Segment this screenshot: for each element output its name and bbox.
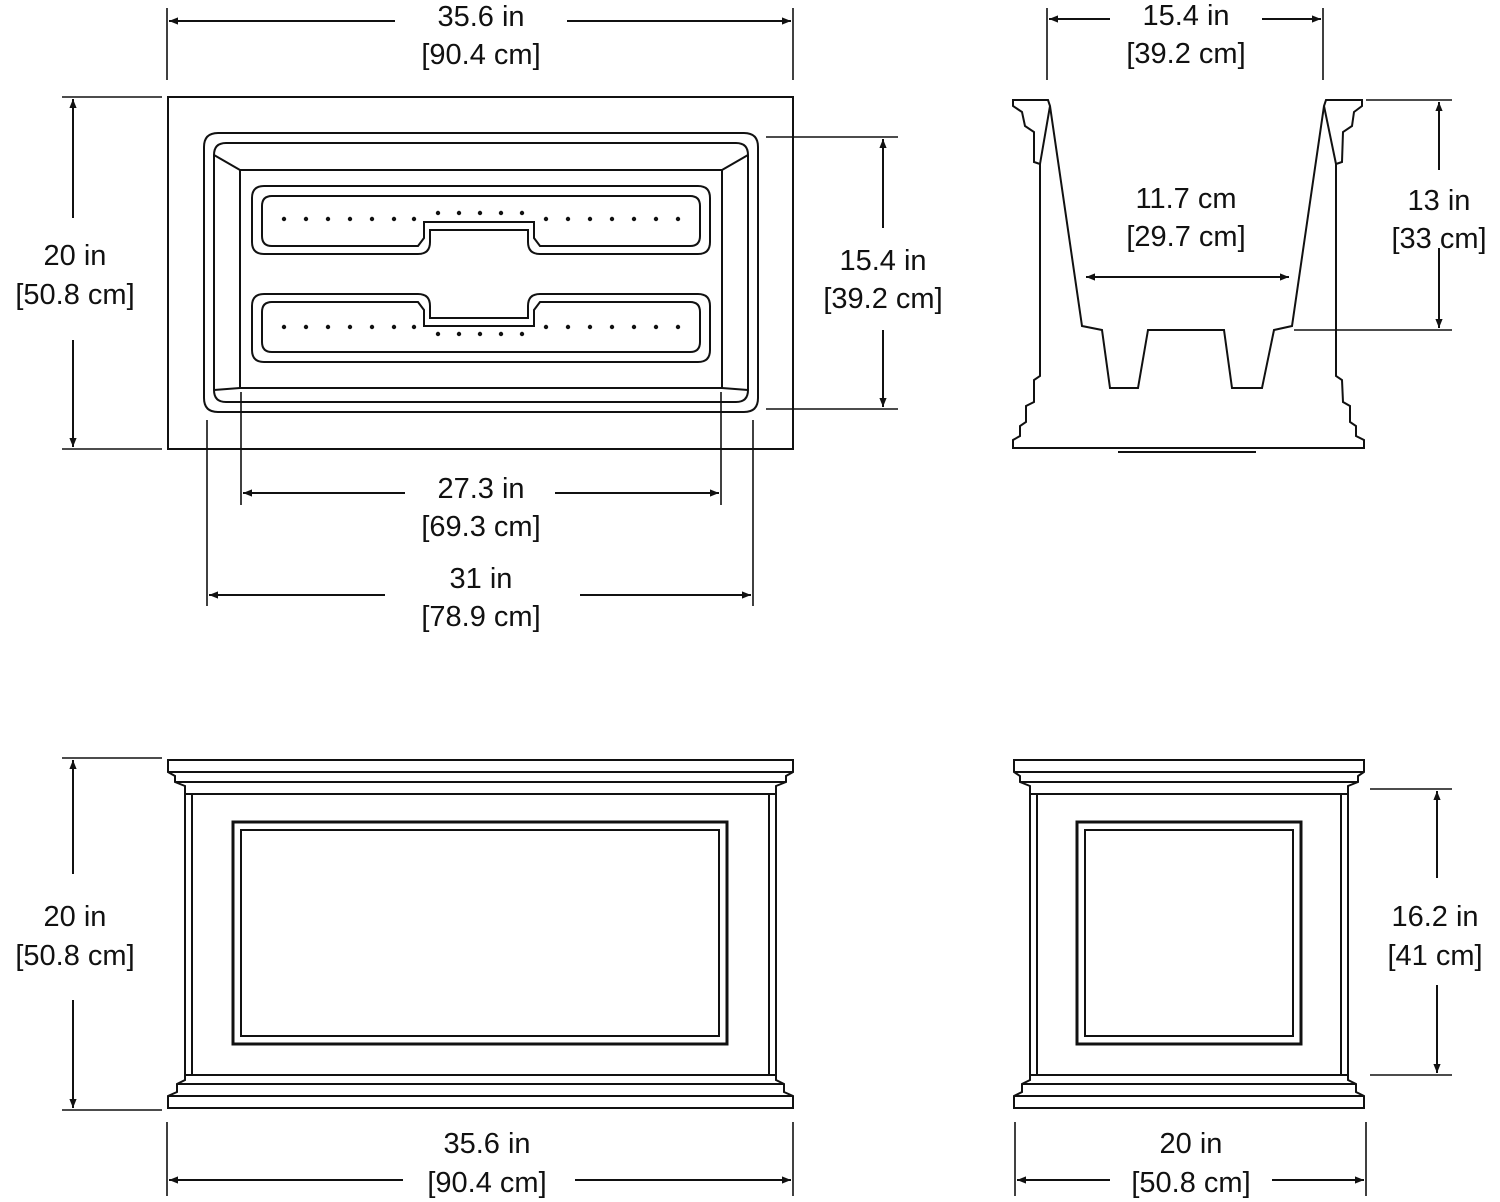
- top-view-opening-width-label-in: 31 in: [450, 563, 513, 595]
- drain-hole: [435, 331, 441, 337]
- drain-hole: [456, 210, 462, 216]
- front-view-height-label-cm: [50.8 cm]: [15, 940, 134, 972]
- drain-hole: [456, 331, 462, 337]
- top-view-inner-depth-label-cm: [39.2 cm]: [823, 283, 942, 315]
- cross-section-reservoir-label-in: 11.7 cm: [1135, 183, 1236, 215]
- drain-hole: [477, 331, 483, 337]
- cross-section-depth-label-in: 13 in: [1408, 185, 1471, 217]
- drain-hole: [631, 324, 637, 330]
- side-view-width-label-in: 20 in: [1160, 1128, 1223, 1160]
- drain-hole: [435, 210, 441, 216]
- drain-hole: [609, 216, 615, 222]
- front-view-width-label-cm: [90.4 cm]: [427, 1167, 546, 1199]
- top-view-inner-depth-label-in: 15.4 in: [839, 245, 926, 277]
- drain-hole: [369, 216, 375, 222]
- top-view-depth-label-cm: [50.8 cm]: [15, 279, 134, 311]
- drain-hole: [653, 216, 659, 222]
- front-view: 20 in [50.8 cm] 35.6 in [90.4 cm]: [15, 757, 794, 1199]
- front-view-width-label-in: 35.6 in: [443, 1128, 530, 1160]
- drain-hole: [391, 324, 397, 330]
- top-view-opening-width-label-cm: [78.9 cm]: [421, 601, 540, 633]
- drain-hole: [498, 331, 504, 337]
- drain-hole: [369, 324, 375, 330]
- top-view-width-label-cm: [90.4 cm]: [421, 39, 540, 71]
- drain-hole: [675, 324, 681, 330]
- drain-hole: [631, 216, 637, 222]
- cross-section-top-width-label-cm: [39.2 cm]: [1126, 38, 1245, 70]
- drain-hole: [609, 324, 615, 330]
- drain-hole: [565, 324, 571, 330]
- top-view: 35.6 in [90.4 cm] 20 in [50.8 cm] 15.4 i…: [15, 1, 942, 633]
- top-view-lower-channel: [251, 293, 711, 363]
- drain-hole: [519, 210, 525, 216]
- top-view-tray-outer-2: [213, 142, 749, 403]
- drain-hole: [565, 216, 571, 222]
- front-view-height-label-in: 20 in: [44, 901, 107, 933]
- drain-hole: [543, 324, 549, 330]
- top-view-width-label-in: 35.6 in: [437, 1, 524, 33]
- drain-hole: [675, 216, 681, 222]
- top-view-tray-outer: [203, 132, 759, 413]
- drain-hole: [519, 331, 525, 337]
- drain-hole: [653, 324, 659, 330]
- cross-section-top-width-label-in: 15.4 in: [1142, 0, 1229, 32]
- drain-hole: [303, 324, 309, 330]
- side-view-top-cap: [1013, 759, 1365, 795]
- side-view-base: [1013, 1074, 1365, 1109]
- front-view-panel: [231, 820, 729, 1046]
- top-view-tray-floor: [239, 169, 723, 389]
- drain-hole: [587, 324, 593, 330]
- side-view-height-label-in: 16.2 in: [1391, 901, 1478, 933]
- drain-hole: [347, 216, 353, 222]
- drain-hole: [411, 216, 417, 222]
- drain-hole: [325, 324, 331, 330]
- side-view-panel: [1075, 820, 1303, 1046]
- top-view-inner-width-label-in: 27.3 in: [437, 473, 524, 505]
- top-view-inner-width-label-cm: [69.3 cm]: [421, 511, 540, 543]
- top-view-upper-channel-inner: [261, 195, 701, 247]
- top-view-upper-channel: [251, 185, 711, 255]
- drain-hole: [391, 216, 397, 222]
- top-view-lower-channel-inner: [261, 301, 701, 353]
- cross-section-view: 15.4 in [39.2 cm] 11.7 cm [29.7 cm] 13 i…: [1012, 0, 1487, 453]
- drain-hole: [587, 216, 593, 222]
- drain-hole: [347, 324, 353, 330]
- drain-hole: [543, 216, 549, 222]
- side-view: 16.2 in [41 cm] 20 in [50.8 cm]: [1013, 759, 1483, 1199]
- side-view-width-label-cm: [50.8 cm]: [1131, 1167, 1250, 1199]
- drain-hole: [411, 324, 417, 330]
- top-view-outer-rim: [167, 96, 794, 450]
- drain-hole: [303, 216, 309, 222]
- cross-section-reservoir-label-cm: [29.7 cm]: [1126, 221, 1245, 253]
- cross-section-depth-label-cm: [33 cm]: [1391, 223, 1486, 255]
- drain-hole: [498, 210, 504, 216]
- cross-section-outline: [1012, 99, 1365, 449]
- drain-hole: [281, 216, 287, 222]
- drain-hole: [325, 216, 331, 222]
- top-view-depth-label-in: 20 in: [44, 240, 107, 272]
- drain-holes: [281, 210, 681, 337]
- drain-hole: [281, 324, 287, 330]
- drain-hole: [477, 210, 483, 216]
- front-view-base: [167, 1074, 794, 1109]
- side-view-height-label-cm: [41 cm]: [1387, 940, 1482, 972]
- front-view-top-cap: [167, 759, 794, 795]
